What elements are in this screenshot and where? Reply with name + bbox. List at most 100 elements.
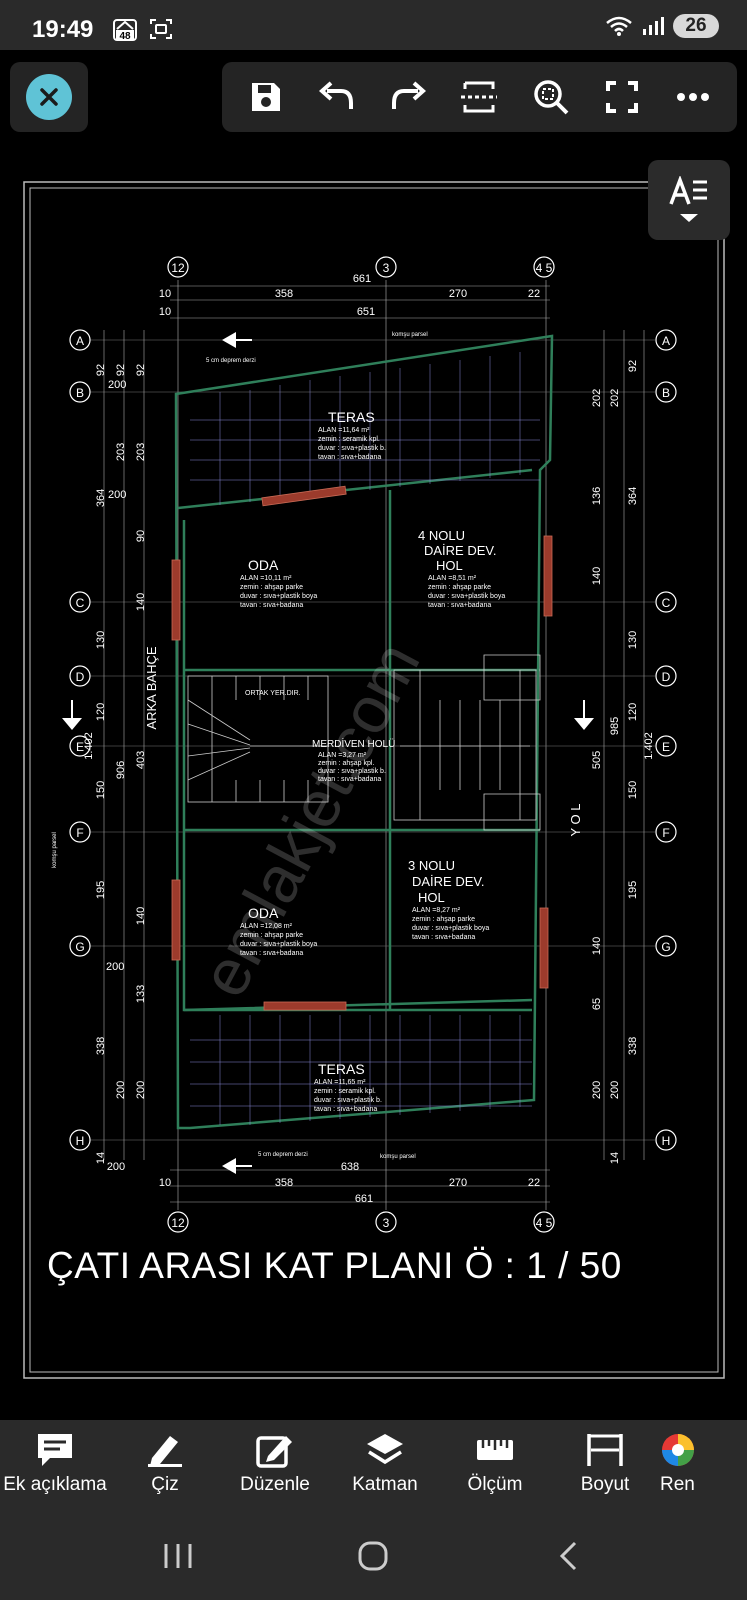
text-style-button[interactable] — [648, 160, 730, 240]
dim-right-200b: 200 — [609, 1081, 621, 1099]
tool-annotation-label: Ek açıklama — [3, 1474, 107, 1495]
dim-left-338: 338 — [95, 1037, 107, 1055]
back-icon — [560, 1541, 577, 1571]
dim-bottom-270: 270 — [449, 1177, 467, 1189]
dim-left-92b: 92 — [115, 364, 127, 376]
room-oda-top-d0: ALAN =10,11 m² — [240, 575, 292, 582]
wifi-icon — [606, 16, 632, 36]
fullscreen-button[interactable] — [596, 71, 648, 123]
redo-icon — [392, 81, 427, 109]
back-button[interactable] — [539, 1526, 599, 1586]
recent-apps-icon — [164, 1544, 192, 1568]
fit-width-button[interactable] — [453, 71, 505, 123]
dim-right-202b: 202 — [609, 389, 621, 407]
undo-button[interactable] — [311, 71, 363, 123]
dim-left-403: 403 — [135, 751, 147, 769]
dim-left-14: 14 — [95, 1152, 107, 1164]
room-oda-bottom-name: ODA — [248, 905, 279, 921]
komsu-parsel-top: komşu parsel — [392, 332, 428, 338]
dim-left-140b: 140 — [135, 907, 147, 925]
zoom-icon — [534, 80, 569, 115]
more-icon — [677, 93, 710, 101]
dim-left-200b: 200 — [108, 489, 126, 501]
arka-bahce-label: ARKA BAHÇE — [144, 646, 159, 729]
edit-icon — [256, 1436, 292, 1468]
dim-left-200e: 200 — [135, 1081, 147, 1099]
tool-draw-label: Çiz — [151, 1474, 179, 1495]
room-4nolu-d2: ALAN =8,51 m² — [428, 575, 477, 582]
signal-icon — [643, 17, 664, 35]
redo-button[interactable] — [382, 71, 434, 123]
row-f-right: F — [662, 826, 669, 840]
dim-right-338: 338 — [627, 1037, 639, 1055]
cad-drawing[interactable]: 12 3 4 5 12 3 4 5 A B C — [0, 140, 747, 1402]
status-bar: 19:49 48 26 — [0, 0, 747, 50]
room-3nolu-name: 3 NOLU — [408, 858, 455, 873]
close-button[interactable] — [10, 62, 88, 132]
row-h-left: H — [76, 1134, 85, 1148]
row-h-right: H — [662, 1134, 671, 1148]
tool-annotation[interactable]: Ek açıklama — [0, 1420, 110, 1496]
room-teras-top-d0: ALAN =11,64 m² — [318, 427, 370, 434]
dim-left-364: 364 — [95, 489, 107, 507]
more-button[interactable] — [667, 71, 719, 123]
dim-left-92a: 92 — [95, 364, 107, 376]
home-icon — [358, 1541, 388, 1571]
dim-right-136: 136 — [591, 487, 603, 505]
room-4nolu-d4: duvar : sıva+plastik boya — [428, 593, 505, 600]
fullscreen-icon — [606, 81, 639, 113]
building-walls — [174, 334, 554, 1130]
dim-left-195: 195 — [95, 881, 107, 899]
room-merdiven-name: MERDİVEN HOLÜ — [312, 737, 395, 750]
dim-left-203a: 203 — [115, 443, 127, 461]
close-icon — [26, 74, 72, 120]
tool-edit-label: Düzenle — [240, 1474, 310, 1495]
zoom-button[interactable] — [525, 71, 577, 123]
undo-icon — [318, 81, 353, 109]
ruler-icon — [477, 1440, 513, 1460]
drawing-frame — [23, 181, 725, 1379]
home-button[interactable] — [343, 1526, 403, 1586]
dim-right-195: 195 — [627, 881, 639, 899]
dim-top-270: 270 — [449, 288, 467, 300]
dim-left-140a: 140 — [135, 593, 147, 611]
slope-note-bottom: 5 cm deprem derzi — [258, 1152, 308, 1158]
row-g-right: G — [661, 940, 670, 954]
room-teras-bottom-d1: zemin : seramik kpl. — [314, 1088, 376, 1095]
tool-draw[interactable]: Çiz — [110, 1420, 220, 1496]
tool-color[interactable]: Ren — [660, 1420, 720, 1496]
room-teras-top-d1: zemin : seramik kpl. — [318, 436, 380, 443]
comment-icon — [38, 1434, 72, 1466]
fit-width-icon — [461, 81, 498, 113]
dim-top-358: 358 — [275, 288, 293, 300]
grid-col-45-bottom: 4 5 — [536, 1216, 553, 1230]
room-oda-top-d3: tavan : sıva+badana — [240, 602, 303, 609]
row-d-right: D — [662, 670, 671, 684]
room-merdiven-d0: ALAN =3,27 m² — [318, 752, 367, 759]
recent-apps-button[interactable] — [148, 1526, 208, 1586]
tool-dimension[interactable]: Boyut — [550, 1420, 660, 1496]
save-button[interactable] — [240, 71, 292, 123]
bottom-tool-bar: Ek açıklama Çiz Düzenle Katman Ölçüm — [0, 1420, 747, 1512]
row-b-right: B — [662, 386, 670, 400]
room-teras-top-d2: duvar : sıva+plastik b. — [318, 445, 386, 452]
grid-row-labels-left — [69, 329, 91, 1151]
komsu-parsel-left: komşu parsel — [52, 832, 58, 868]
room-3nolu-d3: zemin : ahşap parke — [412, 916, 475, 923]
grid-col-12-top: 12 — [171, 261, 185, 275]
tool-edit[interactable]: Düzenle — [220, 1420, 330, 1496]
screenshot-icon — [150, 19, 172, 39]
tool-measure[interactable]: Ölçüm — [440, 1420, 550, 1496]
layers-icon — [367, 1434, 403, 1465]
room-4nolu-d5: tavan : sıva+badana — [428, 602, 491, 609]
row-c-left: C — [76, 596, 85, 610]
dim-right-140b: 140 — [591, 937, 603, 955]
tool-layers[interactable]: Katman — [330, 1420, 440, 1496]
room-teras-top-d3: tavan : sıva+badana — [318, 454, 381, 461]
color-icon — [662, 1434, 694, 1466]
room-teras-bottom-d3: tavan : sıva+badana — [314, 1106, 377, 1113]
grid-column-labels — [167, 256, 555, 1233]
notification-app-icon: 48 — [113, 19, 137, 42]
svg-text:48: 48 — [119, 31, 131, 42]
row-a-right: A — [662, 334, 670, 348]
